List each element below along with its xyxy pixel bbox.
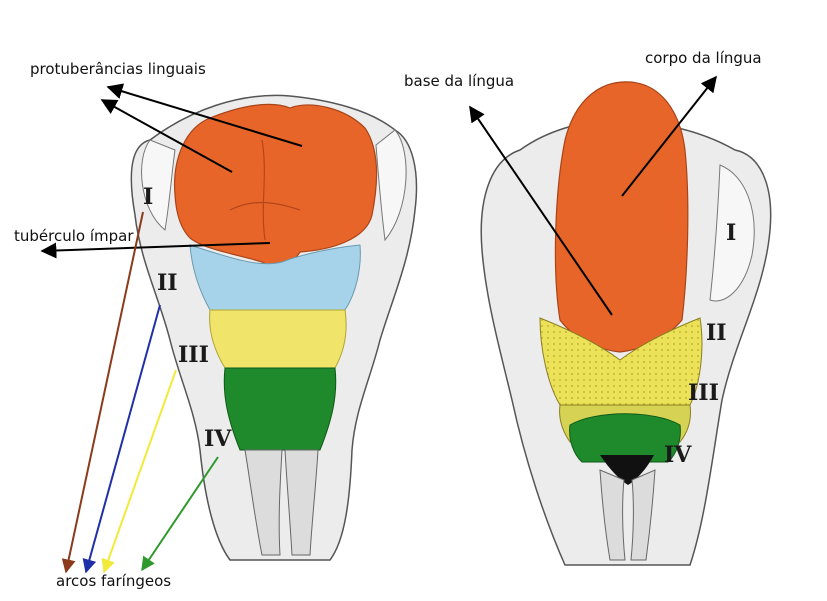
left-numeral-1: I <box>143 184 153 210</box>
label-base-lingua: base da língua <box>404 72 514 90</box>
left-numeral-4: IV <box>204 426 232 452</box>
right-tongue-body <box>555 82 687 352</box>
right-numeral-2: II <box>706 320 727 346</box>
label-protuberancias-linguais: protuberâncias linguais <box>30 60 206 78</box>
left-embryo-illustration <box>131 95 416 560</box>
right-embryo-illustration <box>481 82 770 565</box>
right-numeral-3: III <box>688 380 719 406</box>
left-lingual-swellings <box>175 104 377 266</box>
label-corpo-lingua: corpo da língua <box>645 49 762 67</box>
arrow-arch-2 <box>86 305 160 572</box>
left-arch-3-region <box>210 310 346 368</box>
arrow-arch-4 <box>142 457 218 570</box>
left-arch-4-region <box>224 368 336 450</box>
label-arcos-faringeos: arcos faríngeos <box>56 572 171 590</box>
right-numeral-4: IV <box>664 442 692 468</box>
left-numeral-3: III <box>178 342 209 368</box>
label-tuberculo-impar: tubérculo ímpar <box>14 227 134 245</box>
left-numeral-2: II <box>157 270 178 296</box>
right-numeral-1: I <box>726 220 736 246</box>
arrow-arch-1 <box>66 212 143 572</box>
